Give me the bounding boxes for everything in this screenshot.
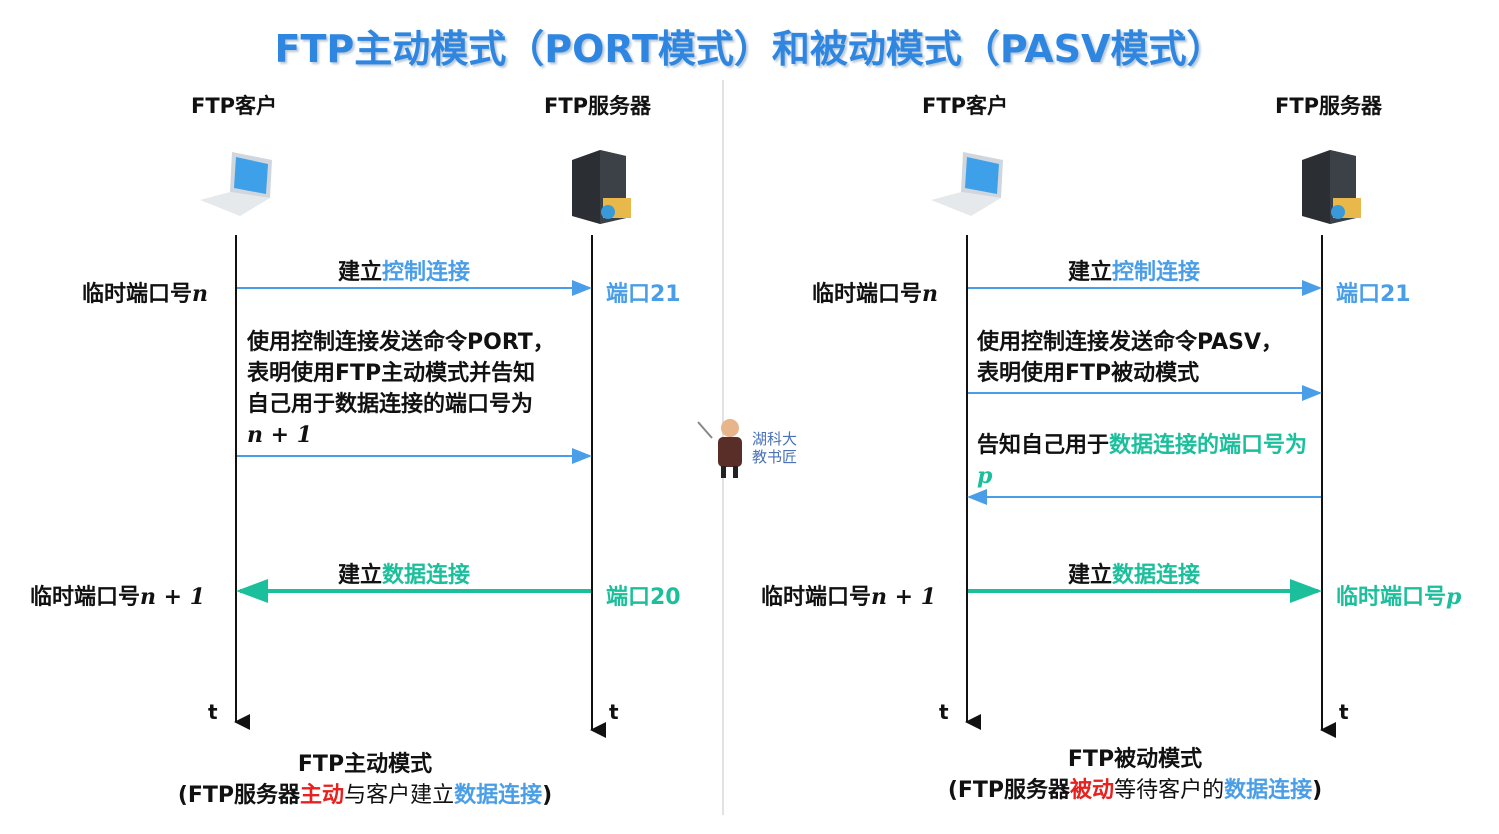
server-port-label: 端口21: [606, 282, 681, 307]
page-title: FTP主动模式（PORT模式）和被动模式（PASV模式）: [274, 27, 1225, 71]
t: 被动: [1070, 778, 1115, 803]
t: (FTP服务器: [947, 778, 1071, 803]
label-text: 控制连接: [382, 260, 471, 285]
line: 湖科大: [752, 430, 798, 448]
port-command-message: 使用控制连接发送命令PORT， 表明使用FTP主动模式并告知 自己用于数据连接的…: [247, 327, 597, 451]
t: 等待客户的: [1114, 778, 1225, 803]
label-text: 建立: [338, 260, 383, 285]
watermark: 湖科大教书匠: [752, 430, 797, 466]
server-data-port-label: 端口20: [606, 585, 681, 610]
data-connection-label: 建立数据连接: [338, 557, 470, 589]
control-connection-label: 建立控制连接: [1068, 254, 1200, 286]
label-text: 临时端口号: [761, 585, 872, 610]
line: 表明使用FTP被动模式: [977, 361, 1200, 386]
server-port-label: 端口21: [1336, 282, 1411, 307]
var: p: [1446, 584, 1462, 610]
t: 数据连接的端口: [1109, 433, 1264, 458]
data-connection-label: 建立数据连接: [1068, 557, 1200, 589]
laptop-icon: [931, 152, 1003, 216]
label-text: 临时端口号: [82, 282, 193, 307]
client-label: FTP客户: [922, 94, 1009, 118]
teacher-mascot-icon: [697, 419, 742, 478]
client-port-label: 临时端口号n: [82, 276, 208, 308]
t: (FTP服务器: [177, 783, 301, 808]
mode-caption: FTP主动模式: [297, 752, 433, 777]
server-icon: [1302, 150, 1361, 224]
time-label: t: [1339, 700, 1349, 724]
t: ): [542, 783, 553, 808]
client-label: FTP客户: [191, 94, 278, 118]
time-label: t: [609, 700, 619, 724]
line: 自己用于数据连接的端口号为: [247, 392, 534, 417]
line: 使用控制连接发送命令PORT，: [247, 330, 555, 355]
var: n: [192, 281, 209, 307]
label-text: 建立: [1068, 563, 1113, 588]
label-text: 临时端口号: [812, 282, 923, 307]
label-text: 临时端口号: [1336, 585, 1447, 610]
t: ): [1312, 778, 1323, 803]
t: 告知自己用于: [977, 433, 1110, 458]
time-label: t: [208, 700, 218, 724]
control-connection-label: 建立控制连接: [338, 254, 470, 286]
laptop-icon: [200, 152, 272, 216]
label-text: 建立: [338, 563, 383, 588]
server-icon: [572, 150, 631, 224]
var: n + 1: [140, 584, 206, 610]
label-text: 临时端口号: [30, 585, 141, 610]
t: 号为: [1263, 433, 1308, 458]
client-port-label: 临时端口号n: [812, 276, 938, 308]
t: 主动: [300, 783, 345, 808]
label-text: 建立: [1068, 260, 1113, 285]
line: 教书匠: [752, 448, 798, 466]
mode-description: (FTP服务器主动与客户建立数据连接): [150, 777, 580, 809]
mode-caption: FTP被动模式: [1067, 747, 1203, 772]
pasv-command-message: 使用控制连接发送命令PASV， 表明使用FTP被动模式: [977, 327, 1327, 389]
server-label: FTP服务器: [1275, 94, 1383, 118]
var: p: [977, 463, 993, 489]
var: n: [922, 281, 939, 307]
label-text: 数据连接: [382, 563, 471, 588]
time-label: t: [939, 700, 949, 724]
client-data-port-label: 临时端口号n + 1: [761, 579, 936, 611]
line: 使用控制连接发送命令PASV，: [977, 330, 1284, 355]
t: 数据连接: [1224, 778, 1313, 803]
reply-message: 告知自己用于数据连接的端口号为 p: [977, 430, 1322, 492]
line: 表明使用FTP主动模式并告知: [247, 361, 536, 386]
client-data-port-label: 临时端口号n + 1: [30, 579, 205, 611]
label-text: 控制连接: [1112, 260, 1201, 285]
server-label: FTP服务器: [544, 94, 652, 118]
mode-description: (FTP服务器被动等待客户的数据连接): [900, 772, 1370, 804]
t: 与客户建立: [344, 783, 455, 808]
var: n + 1: [871, 584, 937, 610]
line: n + 1: [247, 422, 313, 448]
server-data-port-label: 临时端口号p: [1336, 579, 1461, 611]
t: 数据连接: [454, 783, 543, 808]
label-text: 数据连接: [1112, 563, 1201, 588]
